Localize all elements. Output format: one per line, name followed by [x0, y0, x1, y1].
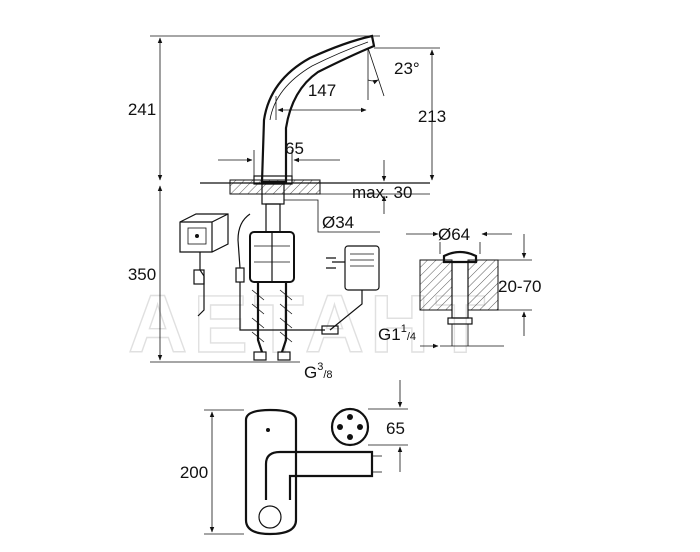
faucet-elevation: 241 213 23° 147 65 max. 30 Ø34 350 G [128, 34, 446, 382]
supply-hose-left [256, 282, 264, 353]
dim-text-213: 213 [418, 107, 446, 126]
power-adapter [321, 245, 380, 335]
dim-text-350: 350 [128, 265, 156, 284]
dim-text-max30: max. 30 [352, 183, 412, 202]
dim-text-thread-g114: G11/4 [378, 323, 416, 344]
dim-text-147: 147 [308, 81, 336, 100]
sensor-cable [237, 213, 251, 269]
dim-text-20-70: 20-70 [498, 277, 541, 296]
plan-outlet-ring [258, 505, 282, 529]
faucet-plan-view: 200 [180, 408, 382, 536]
dim-text-diameter-64: Ø64 [438, 225, 470, 244]
sensor-face: 65 [330, 380, 408, 472]
dim-text-diameter-34: Ø34 [322, 213, 354, 232]
dim-text-65-sensor: 65 [386, 419, 405, 438]
dim-text-angle: 23° [394, 59, 420, 78]
control-box [179, 213, 229, 317]
dim-text-200: 200 [180, 463, 208, 482]
plan-spout [264, 450, 374, 500]
supply-hose-right [280, 282, 288, 353]
plan-base-plate [244, 408, 298, 536]
dim-text-65-base: 65 [285, 139, 304, 158]
drain-section: Ø64 20-70 G11/4 [378, 225, 541, 349]
dim-text-thread-g38: G3/8 [304, 361, 333, 382]
dim-text-241: 241 [128, 100, 156, 119]
